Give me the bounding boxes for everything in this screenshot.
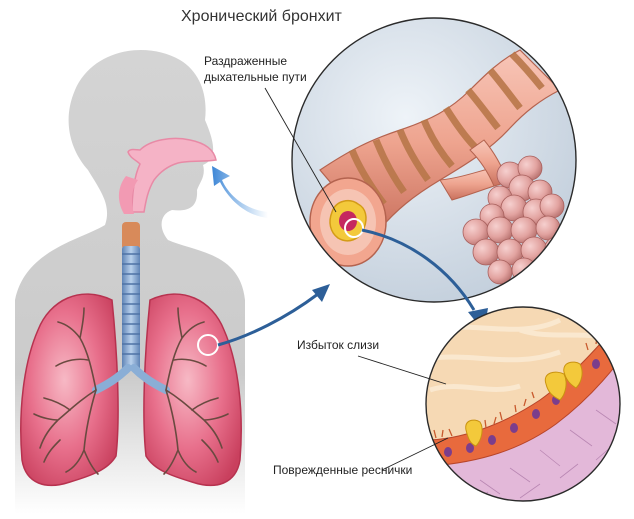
leader-mucus — [357, 355, 447, 385]
zoom-to-detail-arrow — [361, 228, 476, 311]
tissue-detail-circle — [425, 306, 621, 502]
label-excess-mucus: Избыток слизи — [297, 338, 380, 352]
label-irritated-airways-line1: Раздраженные — [204, 54, 287, 68]
goblet-cells — [465, 361, 583, 447]
nasal-cavity — [127, 137, 217, 213]
bronchus-tube — [319, 49, 562, 236]
right-bronchial-tree — [163, 307, 229, 475]
air-flow-arrow — [212, 166, 268, 218]
main-bronchi — [92, 364, 170, 394]
leader-airways — [264, 87, 337, 213]
label-irritated-airways: Раздраженные дыхательные пути — [204, 53, 307, 85]
nasal-pharynx — [118, 176, 138, 214]
cartilage-bands — [348, 51, 545, 207]
left-bronchial-tree — [33, 307, 99, 475]
lung-to-zoom-arrowhead — [312, 284, 330, 302]
trachea — [122, 246, 140, 370]
leader-cilia — [381, 437, 449, 471]
larynx — [122, 222, 140, 250]
diagram-title: Хронический бронхит — [181, 8, 342, 25]
airway-cross-section — [309, 177, 387, 267]
label-damaged-cilia: Поврежденные реснички — [273, 463, 413, 477]
airway-zoom-circle — [291, 17, 577, 303]
damaged-cilia — [433, 329, 605, 439]
lung-to-zoom-arrow — [217, 292, 319, 347]
label-irritated-airways-line2: дыхательные пути — [204, 70, 307, 84]
leader-lines — [264, 87, 449, 471]
